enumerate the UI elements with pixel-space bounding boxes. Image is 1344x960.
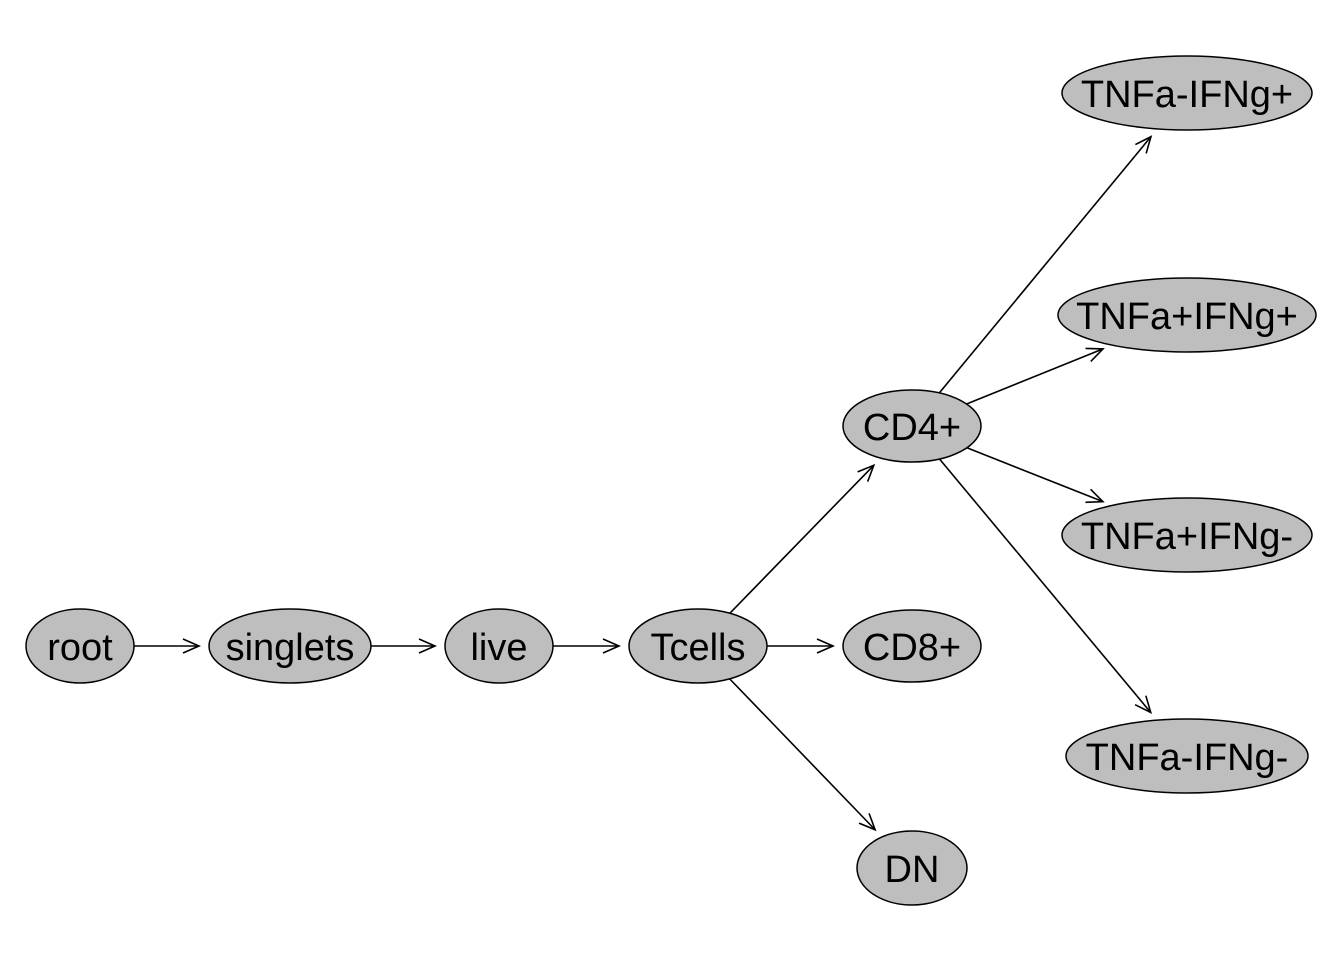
node-label: TNFa+IFNg+: [1076, 296, 1298, 338]
node-dn: DN: [856, 830, 968, 906]
node-ellipse: [842, 389, 982, 463]
node-label: TNFa-IFNg+: [1081, 74, 1293, 116]
edge-cd4-to-tnfa-ifng-pos: [938, 135, 1153, 394]
node-tnfa-ifng-pos: TNFa-IFNg+: [1061, 55, 1313, 131]
node-cd8: CD8+: [842, 609, 982, 683]
node-tnfa-ifng-neg: TNFa-IFNg-: [1065, 718, 1309, 794]
node-root: root: [25, 608, 135, 684]
node-label: TNFa+IFNg-: [1081, 516, 1293, 558]
node-ellipse: [628, 608, 768, 684]
node-label: Tcells: [650, 627, 745, 669]
nodes: root singlets live Tcells CD4+ CD8+ DN TNFa-IFN…: [25, 55, 1317, 906]
node-ellipse: [1061, 497, 1313, 573]
node-ellipse: [856, 830, 968, 906]
edge-cd4-to-tnfa-pos-ifng-pos: [966, 347, 1105, 405]
edge-cd4-to-tnfa-ifng-neg: [938, 458, 1152, 714]
node-ellipse: [1057, 277, 1317, 353]
node-label: live: [470, 627, 527, 669]
node-singlets: singlets: [208, 608, 372, 684]
node-label: TNFa-IFNg-: [1086, 737, 1289, 779]
node-label: CD4+: [863, 407, 961, 449]
edge-cd4-to-tnfa-pos-ifng-neg: [966, 447, 1105, 504]
node-label: singlets: [226, 627, 355, 669]
edge-tcells-to-dn: [729, 678, 877, 832]
node-label: CD8+: [863, 627, 961, 669]
node-tnfa-pos-ifng-neg: TNFa+IFNg-: [1061, 497, 1313, 573]
node-ellipse: [842, 609, 982, 683]
node-tnfa-pos-ifng-pos: TNFa+IFNg+: [1057, 277, 1317, 353]
node-ellipse: [1065, 718, 1309, 794]
node-ellipse: [444, 608, 554, 684]
node-live: live: [444, 608, 554, 684]
edge-tcells-to-cd4: [729, 463, 876, 614]
node-label: DN: [885, 849, 940, 891]
node-ellipse: [1061, 55, 1313, 131]
node-label: root: [47, 627, 113, 669]
node-ellipse: [208, 608, 372, 684]
edges: [134, 135, 1153, 832]
node-cd4: CD4+: [842, 389, 982, 463]
node-tcells: Tcells: [628, 608, 768, 684]
node-ellipse: [25, 608, 135, 684]
